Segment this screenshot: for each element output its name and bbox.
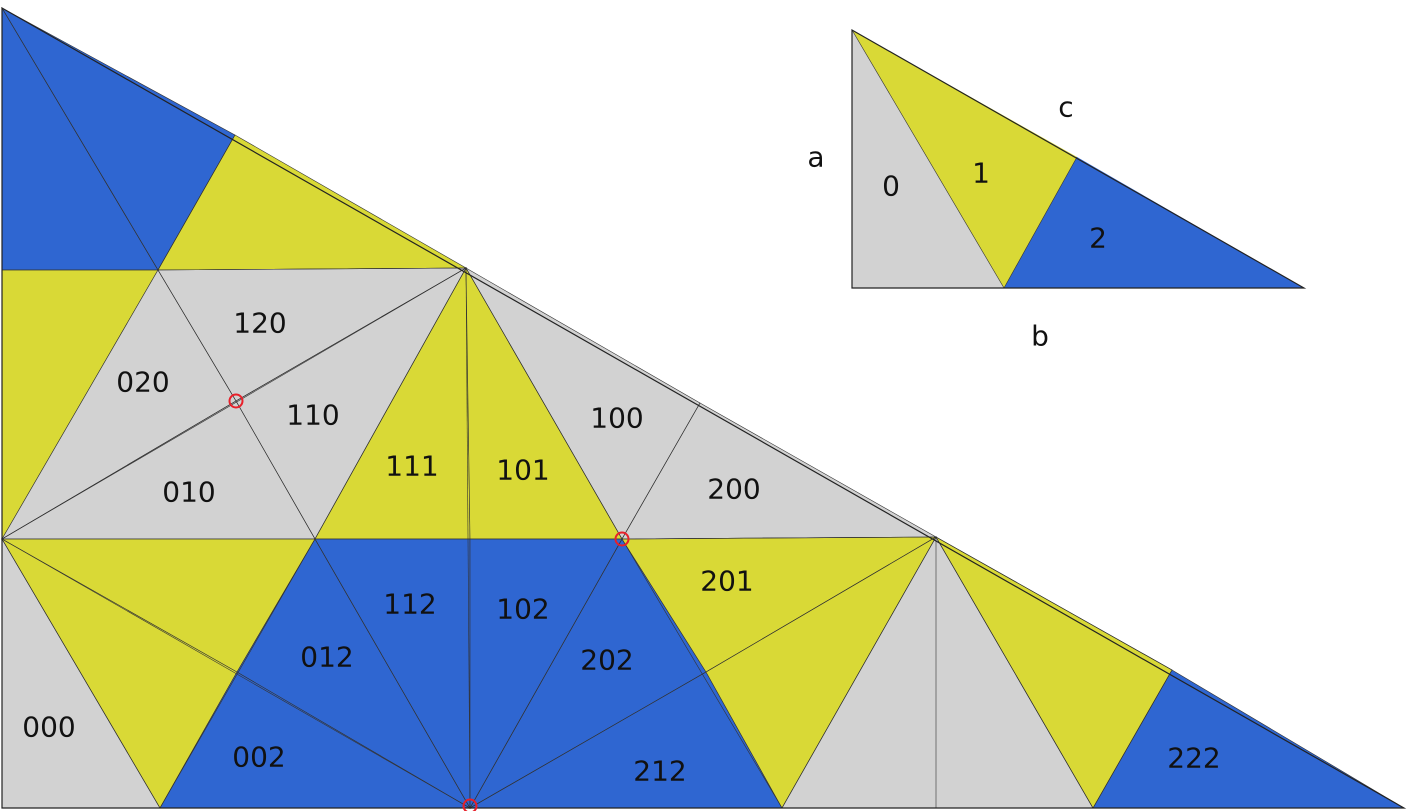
subdivision-edge [705,536,937,673]
tile-label-212: 212 [633,755,686,788]
tile-label-002: 002 [232,741,285,774]
subdivision-edge [621,536,937,540]
subdivision-edge [781,536,937,809]
subdivision-edge [235,400,316,540]
subdivision-edge [469,538,623,809]
legend-tile-1 [852,30,1077,288]
tile-label-110: 110 [286,399,339,432]
tile-label-202: 202 [580,644,633,677]
subdivision-edge [465,267,471,809]
subdivision-edge [935,536,1094,809]
tile-label-100: 100 [590,402,643,435]
tile-label-120: 120 [233,307,286,340]
subdivision-edge [157,134,236,271]
subdivision-edge [1092,669,1173,809]
tile-label-102: 102 [496,593,549,626]
tile-labels: 000 002 010 012 020 100 101 102 110 111 … [22,307,1220,788]
legend-tile-label-1: 1 [972,157,990,190]
legend-triangle: 0 1 2 a b c [807,28,1307,353]
vertex-marker [228,393,244,409]
legend-tile-label-2: 2 [1089,222,1107,255]
subdivision-edge [159,538,316,809]
legend-edge [851,29,1005,289]
side-label-c: c [1058,91,1073,124]
subdivision-edge [1,7,159,271]
legend-tile-2 [1004,157,1304,288]
tile-label-112: 112 [383,588,436,621]
subdivision-edge [1,267,467,540]
tile-label-200: 200 [707,473,760,506]
vertex-markers [228,393,630,811]
subdivision-edge [935,536,1173,671]
tile-label-010: 010 [162,476,215,509]
tile-label-020: 020 [116,366,169,399]
side-label-a: a [807,141,824,174]
tile-label-111: 111 [385,450,438,483]
tile-label-012: 012 [300,641,353,674]
subdivision-edge [314,538,471,809]
tile-label-000: 000 [22,711,75,744]
vertex-marker [462,798,478,811]
subdivision-edge [157,269,237,402]
tile-label-222: 222 [1167,742,1220,775]
subdivision-edge [1,538,471,809]
subdivision-edge [621,538,783,809]
side-label-b: b [1031,320,1049,353]
legend-edge [1003,156,1078,289]
subdivision-edge [621,402,701,540]
tile-label-201: 201 [700,565,753,598]
vertex-marker [614,531,630,547]
subdivision-edge [465,267,623,540]
subdivision-edge [1,538,161,809]
subdivision-edge [157,267,467,271]
legend-tile-label-0: 0 [882,170,900,203]
subdivision-edge [314,267,467,540]
big-triangle-outline [1,6,1407,809]
tile-label-101: 101 [496,454,549,487]
legend-outline [851,28,1307,289]
subdivision-edge [469,671,707,809]
